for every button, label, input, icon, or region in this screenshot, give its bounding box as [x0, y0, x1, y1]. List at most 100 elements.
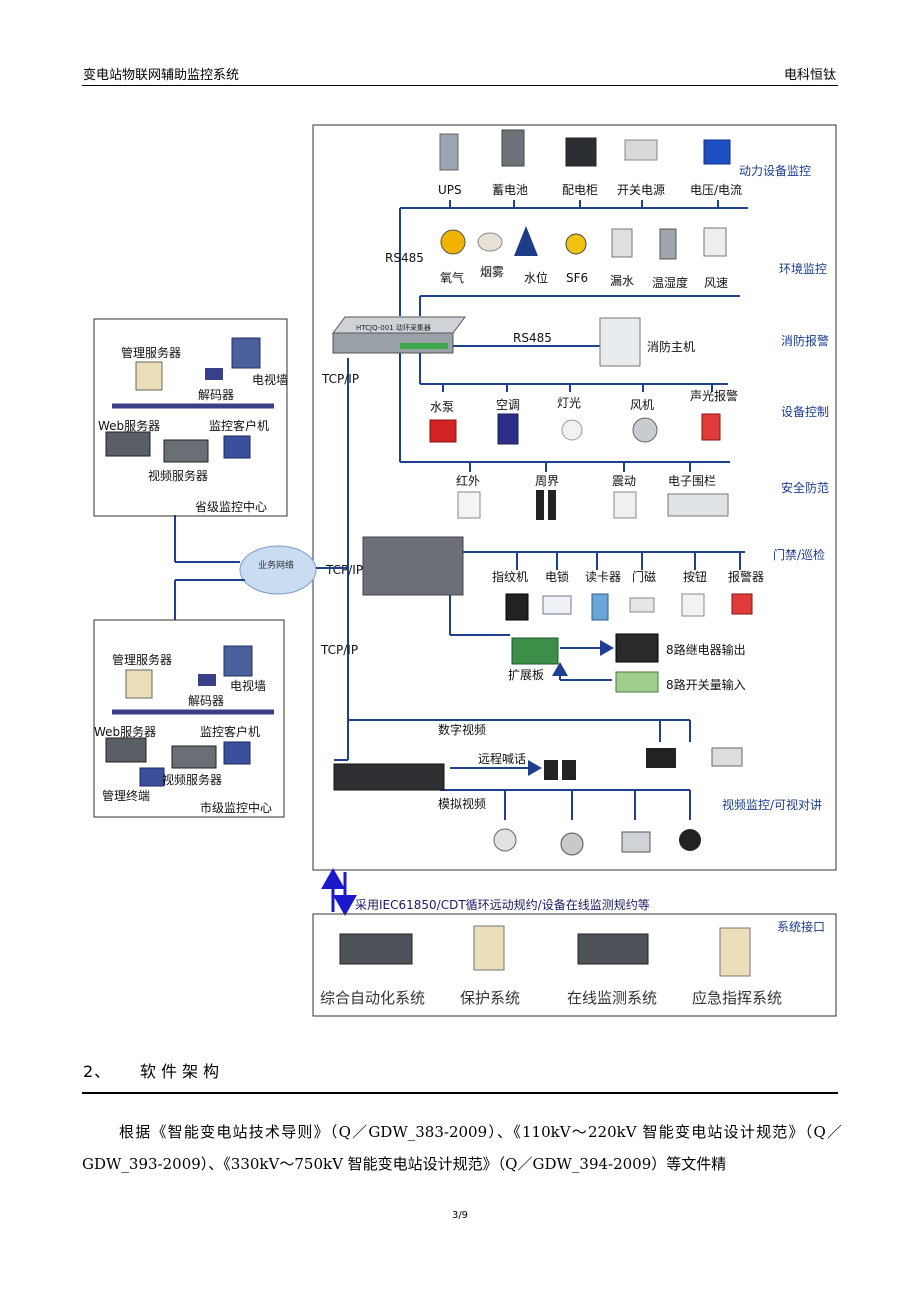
security-device-fence: 电子围栏	[668, 473, 716, 488]
analog-video-label: 模拟视频	[438, 796, 486, 811]
city-terminal-label: 管理终端	[102, 788, 150, 803]
control-device-light: 灯光	[557, 396, 581, 410]
city-client-label: 监控客户机	[200, 724, 260, 739]
provincial-mgmt-server-icon	[135, 361, 163, 391]
provincial-center-frame	[93, 318, 288, 517]
city-mgmt-server-icon	[125, 669, 153, 699]
city-decoder-label: 解码器	[188, 694, 224, 708]
collector-label: HTCJQ-001 动环采集器	[356, 323, 431, 332]
provincial-video-server-label: 视频服务器	[148, 468, 208, 483]
city-web-server-icon	[105, 737, 147, 763]
provincial-video-server-icon	[163, 439, 209, 463]
category-interface: 系统接口	[777, 919, 825, 934]
interface-system-online-monitoring: 在线监测系统	[567, 989, 657, 1007]
city-center-label: 市级监控中心	[200, 800, 272, 815]
category-environment: 环境监控	[779, 261, 827, 276]
security-device-icons	[457, 490, 729, 520]
city-video-server-icon	[171, 745, 217, 769]
body-paragraph: 根据《智能变电站技术导则》（Q／GDW_383-2009）、《110kV～220…	[82, 1116, 842, 1180]
fire-host-label: 消防主机	[647, 339, 695, 354]
city-video-server-label: 视频服务器	[162, 772, 222, 787]
section-number: 2、	[83, 1062, 112, 1081]
header-right-company: 电科恒钛	[783, 68, 836, 83]
provincial-web-server-icon	[105, 431, 151, 457]
power-device-psu: 开关电源	[617, 183, 665, 197]
category-power: 动力设备监控	[739, 164, 811, 178]
city-mgmt-server-label: 管理服务器	[112, 652, 172, 667]
category-access: 门禁/巡检	[773, 547, 825, 562]
city-terminal-icon	[139, 767, 165, 787]
section-title: 软件架构	[140, 1062, 225, 1081]
header-left-title: 变电站物联网辅助监控系统	[83, 68, 240, 83]
provincial-tv-wall-icon	[231, 337, 261, 369]
network-links	[174, 515, 348, 620]
power-device-battery: 蓄电池	[492, 183, 528, 197]
network-cloud	[239, 545, 317, 595]
video-links	[440, 720, 691, 820]
interface-system-automation: 综合自动化系统	[320, 989, 425, 1007]
tcpip-label-bottom: TCP/IP	[320, 643, 358, 657]
env-device-oxygen: 氧气	[440, 270, 464, 285]
digital-camera-icons	[646, 747, 743, 768]
power-device-icons	[439, 129, 731, 171]
city-tv-wall-icon	[223, 645, 253, 677]
paragraph-line-2: （Q／GDW_393-2009）、《330kV～750kV 智能变电站设计规范》…	[82, 1123, 842, 1173]
analog-camera-icons	[493, 828, 701, 856]
switch-input-label: 8路开关量输入	[666, 677, 746, 692]
control-device-icons	[429, 413, 721, 445]
nvr-device-icon	[333, 763, 445, 791]
power-bus	[400, 200, 748, 209]
env-device-smoke: 烟雾	[480, 265, 504, 279]
city-tv-wall-label: 电视墙	[230, 678, 266, 693]
access-device-lock: 电锁	[545, 569, 569, 584]
interface-system-icons	[339, 925, 751, 977]
relay-output-icon	[615, 633, 659, 663]
interface-system-protection: 保护系统	[460, 989, 520, 1007]
category-control: 设备控制	[781, 405, 829, 419]
security-device-vibration: 震动	[612, 474, 636, 488]
interface-frame	[312, 913, 837, 1017]
remote-talk-label: 远程喊话	[478, 751, 526, 766]
access-device-fingerprint: 指纹机	[492, 569, 528, 584]
env-device-water-level: 水位	[524, 270, 548, 285]
digital-video-label: 数字视频	[438, 722, 486, 737]
switch-input-icon	[615, 671, 659, 693]
tcpip-label-mid: TCP/IP	[325, 563, 363, 577]
section-divider	[82, 1092, 838, 1094]
paragraph-line-1: 根据《智能变电站技术导则》（Q／GDW_383-2009）、《110kV～220…	[119, 1123, 805, 1141]
tcpip-backbone	[334, 358, 690, 761]
access-bus	[449, 551, 745, 681]
security-device-perimeter: 周界	[535, 474, 559, 488]
category-security: 安全防范	[781, 480, 829, 495]
env-device-sf6: SF6	[566, 271, 588, 285]
provincial-tv-wall-label: 电视墙	[252, 372, 288, 387]
provincial-client-label: 监控客户机	[209, 418, 269, 433]
city-decoder-icon	[198, 674, 216, 686]
control-device-alarm: 声光报警	[690, 388, 738, 403]
provincial-client-icon	[223, 435, 251, 459]
access-device-alarm: 报警器	[728, 569, 764, 584]
fire-host-icon	[599, 317, 641, 367]
network-label: 业务网络	[258, 559, 294, 571]
protocol-note: 采用IEC61850/CDT循环远动规约/设备在线监测规约等	[355, 897, 650, 912]
interface-system-emergency: 应急指挥系统	[692, 989, 782, 1007]
category-video: 视频监控/可视对讲	[722, 797, 822, 812]
access-device-icons	[505, 593, 753, 621]
collector-device	[332, 316, 466, 354]
provincial-mgmt-server-label: 管理服务器	[121, 345, 181, 360]
control-device-pump: 水泵	[430, 400, 454, 414]
provincial-decoder-icon	[205, 368, 223, 380]
access-device-button: 按钮	[683, 569, 707, 584]
city-client-icon	[223, 741, 251, 765]
collector-links	[399, 345, 730, 472]
environment-device-icons	[440, 226, 727, 260]
tcpip-label-top: TCP/IP	[321, 372, 359, 386]
provincial-web-server-label: Web服务器	[98, 418, 160, 433]
city-web-server-label: Web服务器	[94, 724, 156, 739]
speaker-icons	[544, 760, 576, 780]
main-system-frame	[312, 124, 837, 871]
interface-arrows	[321, 868, 357, 916]
system-architecture-diagram: 动力设备监控 环境监控 消防报警 设备控制 安全防范 门禁/巡检 视频监控/可视…	[93, 124, 837, 1017]
control-device-ac: 空调	[496, 398, 520, 412]
env-device-temp-humidity: 温湿度	[652, 275, 688, 290]
